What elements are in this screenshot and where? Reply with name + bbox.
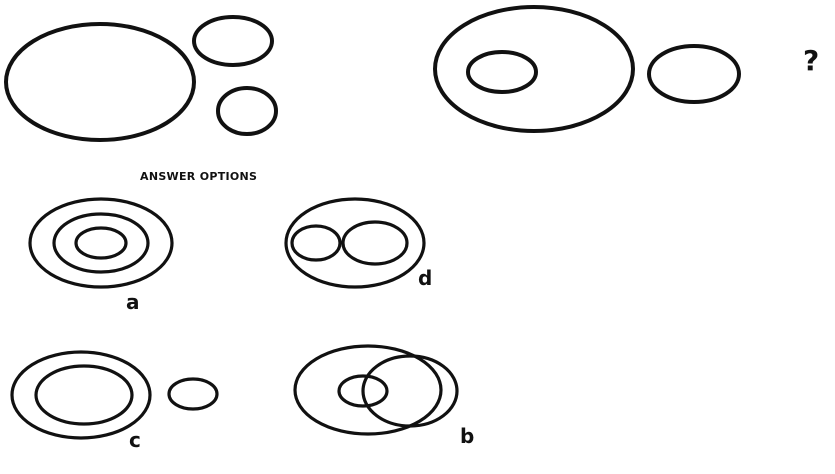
option-a-label[interactable]: a [126,290,140,314]
answer-options-heading: ANSWER OPTIONS [140,170,258,183]
question-figure-2 [433,5,741,133]
option-b-label[interactable]: b [460,424,475,448]
question-mark: ? [803,44,820,77]
option-d-label[interactable]: d [418,266,433,290]
option-a-figure[interactable] [28,197,174,289]
option-c-label[interactable]: c [129,428,141,452]
option-c-figure[interactable] [10,350,219,440]
option-d-figure[interactable] [284,197,426,289]
option-b-figure[interactable] [293,344,459,436]
question-figure-1 [4,15,278,142]
